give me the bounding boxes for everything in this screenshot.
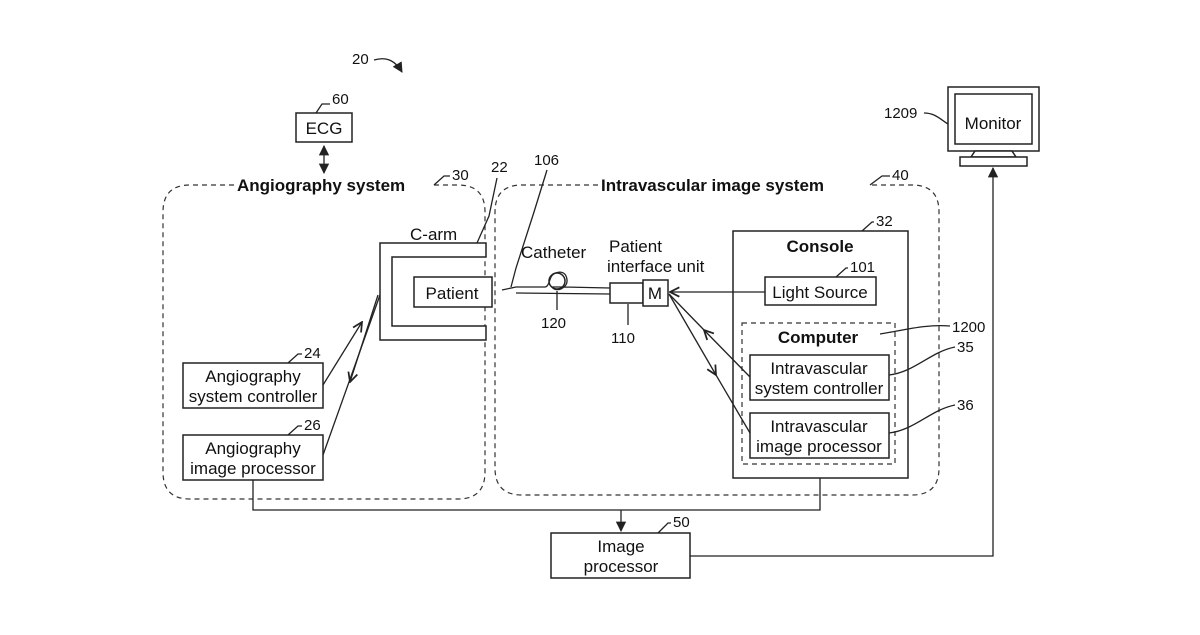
iv-processor-ref: 36 [957, 397, 974, 414]
light-source-ref: 101 [850, 259, 875, 276]
intravascular-system-label: Intravascular image system [601, 176, 824, 195]
angiography-system-label: Angiography system [237, 176, 405, 195]
c-arm-leader [477, 178, 497, 243]
monitor-ref: 1209 [884, 105, 917, 122]
piu-label-line2: interface unit [607, 257, 705, 276]
catheter-line-lower [516, 293, 610, 294]
angio-controller-leader [288, 354, 302, 363]
iv-controller-line1: Intravascular [770, 359, 868, 378]
intravascular-ref-leader [870, 176, 890, 185]
carm-to-angio-processor-arrow [350, 295, 378, 382]
angiography-system-ref: 30 [452, 167, 469, 184]
console-label: Console [786, 237, 853, 256]
light-source-label: Light Source [772, 283, 867, 302]
angiography-ref-leader [434, 176, 450, 185]
angio-controller-block: Angiography system controller 24 [183, 345, 323, 408]
console-ref-leader [862, 222, 874, 231]
figure-ref-number: 20 [352, 51, 369, 68]
console-ref: 32 [876, 213, 893, 230]
image-processor-ref: 50 [673, 514, 690, 531]
ecg-ref: 60 [332, 91, 349, 108]
catheter-ref: 120 [541, 315, 566, 332]
angio-controller-line1: Angiography [205, 367, 301, 386]
intravascular-system-ref: 40 [892, 167, 909, 184]
figure-ref: 20 [352, 51, 402, 72]
catheter-tip-leader [511, 170, 547, 287]
angio-controller-to-carm-arrow [323, 322, 362, 385]
iv-processor-line2: image processor [756, 437, 882, 456]
angio-controller-ref: 24 [304, 345, 321, 362]
image-processor-line1: Image [597, 537, 644, 556]
patient-block: Patient [414, 277, 492, 307]
angio-processor-leader [288, 426, 302, 435]
ecg-block: ECG 60 [296, 91, 352, 173]
computer-ref: 1200 [952, 319, 985, 336]
processors-bus-line [253, 478, 820, 510]
monitor-base [960, 157, 1027, 166]
angio-processor-ref: 26 [304, 417, 321, 434]
piu-label-line1: Patient [609, 237, 662, 256]
figure-ref-arrow [374, 59, 402, 72]
iv-controller-ref: 35 [957, 339, 974, 356]
image-processor-line2: processor [584, 557, 659, 576]
angio-processor-block: Angiography image processor 26 [183, 417, 323, 480]
catheter-label: Catheter [521, 243, 587, 262]
computer-label: Computer [778, 328, 859, 347]
catheter-line [502, 272, 610, 290]
monitor-neck [971, 151, 1016, 157]
angio-processor-carm-link [323, 295, 380, 455]
angio-controller-line2: system controller [189, 387, 318, 406]
ecg-leader [316, 104, 330, 113]
angio-processor-line1: Angiography [205, 439, 301, 458]
catheter-tip-ref: 106 [534, 152, 559, 169]
ecg-label: ECG [306, 119, 343, 138]
monitor-block: Monitor 1209 [884, 87, 1039, 166]
c-arm-ref: 22 [491, 159, 508, 176]
image-processor-ref-leader [658, 523, 671, 533]
monitor-ref-leader [924, 113, 948, 124]
patient-label: Patient [426, 284, 479, 303]
piu-motor-label: M [648, 284, 662, 303]
piu-ref: 110 [611, 330, 635, 347]
piu-housing [610, 283, 643, 303]
catheter-block: Catheter 120 106 [502, 152, 610, 332]
iv-controller-line2: system controller [755, 379, 884, 398]
c-arm-label: C-arm [410, 225, 457, 244]
iv-processor-line1: Intravascular [770, 417, 868, 436]
monitor-label: Monitor [965, 114, 1022, 133]
angio-processor-line2: image processor [190, 459, 316, 478]
